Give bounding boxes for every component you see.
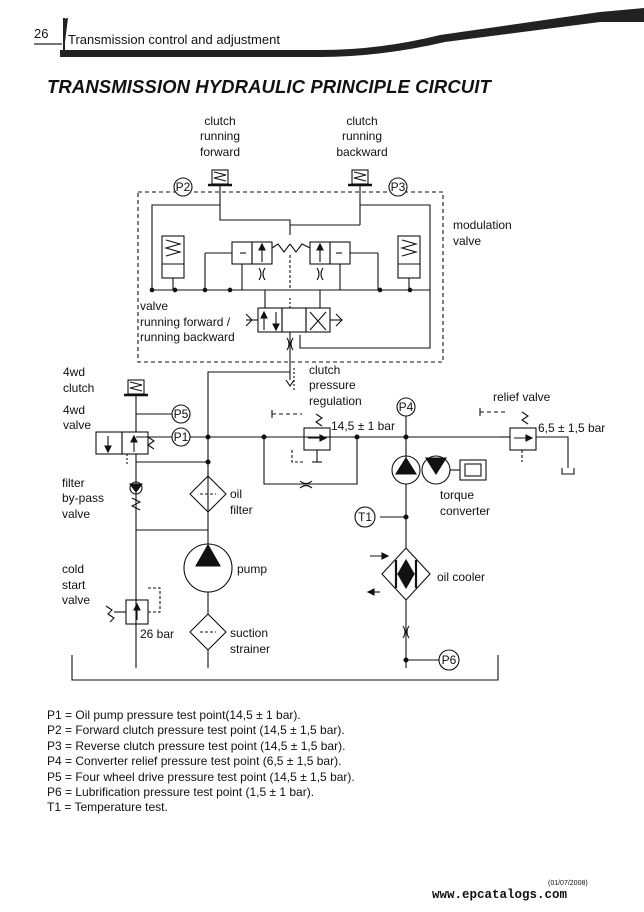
label-cold-start-2: start [62,578,86,592]
label-modulation-2: valve [453,234,481,248]
label-clutch-forward-3: forward [200,145,240,159]
modulation-valve-left [204,241,291,290]
label-filter-bypass-1: filter [62,476,85,490]
label-clutch-regulation-1: clutch [309,363,340,377]
test-point-p4: P4 [399,400,414,414]
label-relief-valve: relief valve [493,390,551,404]
label-clutch-backward-2: running [342,129,382,143]
footer-date: (01/07/2008) [548,880,588,887]
test-point-t1: T1 [358,510,372,524]
test-point-p6-circle [438,649,460,671]
modulation-valve-right [289,241,379,290]
clutch-backward-symbol [348,169,372,225]
page-number: 26 [34,26,49,41]
left-modulation-cylinder [161,235,185,290]
test-point-p1-circle [171,427,191,447]
label-suction-strainer-2: strainer [230,642,270,656]
label-clutch-backward-3: backward [336,145,387,159]
test-point-t1-circle [354,506,376,528]
label-torque-converter-1: torque [440,488,474,502]
label-cold-start-pressure: 26 bar [140,627,174,641]
clutch-forward-symbol [208,169,232,205]
suction-strainer-symbol [189,613,227,668]
legend-item-p5: P5 = Four wheel drive pressure test poin… [47,769,355,784]
label-cold-start-1: cold [62,562,84,576]
test-point-p5: P5 [174,407,189,421]
header-swoosh [60,8,644,57]
legend-item-p4: P4 = Converter relief pressure test poin… [47,754,342,769]
legend-item-t1: T1 = Temperature test. [47,800,168,815]
label-fourwd-valve-1: 4wd [63,403,85,417]
label-fourwd-clutch-2: clutch [63,381,94,395]
test-point-p6: P6 [442,653,457,667]
label-pump: pump [237,562,267,576]
legend-item-p2: P2 = Forward clutch pressure test point … [47,723,345,738]
filter-bypass-symbol [128,462,144,530]
label-valve-direction-1: valve [140,299,168,313]
label-modulation-1: modulation [453,218,512,232]
label-valve-direction-2: running forward / [140,315,231,329]
header-section: Transmission control and adjustment [68,32,280,47]
fourwd-clutch-symbol [124,379,172,432]
footer-url[interactable]: www.epcatalogs.com [432,888,568,902]
clutch-pressure-valve-symbol [271,410,331,463]
label-fourwd-clutch-1: 4wd [63,365,85,379]
torque-converter-symbol [391,455,487,485]
label-cold-start-3: valve [62,593,90,607]
label-filter-bypass-2: by-pass [62,491,104,505]
label-regulation-pressure: 14,5 ± 1 bar [331,419,395,433]
relief-valve-symbol [479,408,575,475]
label-oil-cooler: oil cooler [437,570,485,584]
fourwd-valve-symbol [95,431,208,466]
modulation-valve-box [137,191,444,363]
oil-filter-symbol [189,475,227,513]
page-title: TRANSMISSION HYDRAULIC PRINCIPLE CIRCUIT [47,76,491,97]
label-clutch-regulation-2: pressure [309,378,356,392]
label-clutch-forward-2: running [200,129,240,143]
test-point-p3: P3 [391,180,406,194]
label-filter-bypass-3: valve [62,507,90,521]
test-point-legend: P1 = Oil pump pressure test point(14,5 ±… [47,708,355,816]
test-point-p2: P2 [176,180,191,194]
label-fourwd-valve-2: valve [63,418,91,432]
label-oil-filter-1: oil [230,487,242,501]
label-valve-direction-3: running backward [140,330,235,344]
oil-cooler-symbol [366,547,431,601]
label-torque-converter-2: converter [440,504,490,518]
test-point-p3-circle [388,177,408,197]
legend-item-p6: P6 = Lubrification pressure test point (… [47,785,315,800]
direction-valve [245,290,343,333]
label-oil-filter-2: filter [230,503,253,517]
right-modulation-cylinder [397,235,421,290]
label-clutch-backward-1: clutch [346,114,377,128]
legend-item-p1: P1 = Oil pump pressure test point(14,5 ±… [47,708,301,722]
cold-start-valve-symbol [105,587,161,625]
test-point-p4-circle [396,397,416,417]
test-point-p2-circle [173,177,193,197]
test-point-p1: P1 [174,430,189,444]
pump-symbol [183,530,233,614]
label-suction-strainer-1: suction [230,626,268,640]
label-clutch-forward-1: clutch [204,114,235,128]
test-point-p5-circle [171,404,191,424]
label-clutch-regulation-3: regulation [309,394,362,408]
legend-item-p3: P3 = Reverse clutch pressure test point … [47,738,346,753]
label-relief-pressure: 6,5 ± 1,5 bar [538,421,605,435]
